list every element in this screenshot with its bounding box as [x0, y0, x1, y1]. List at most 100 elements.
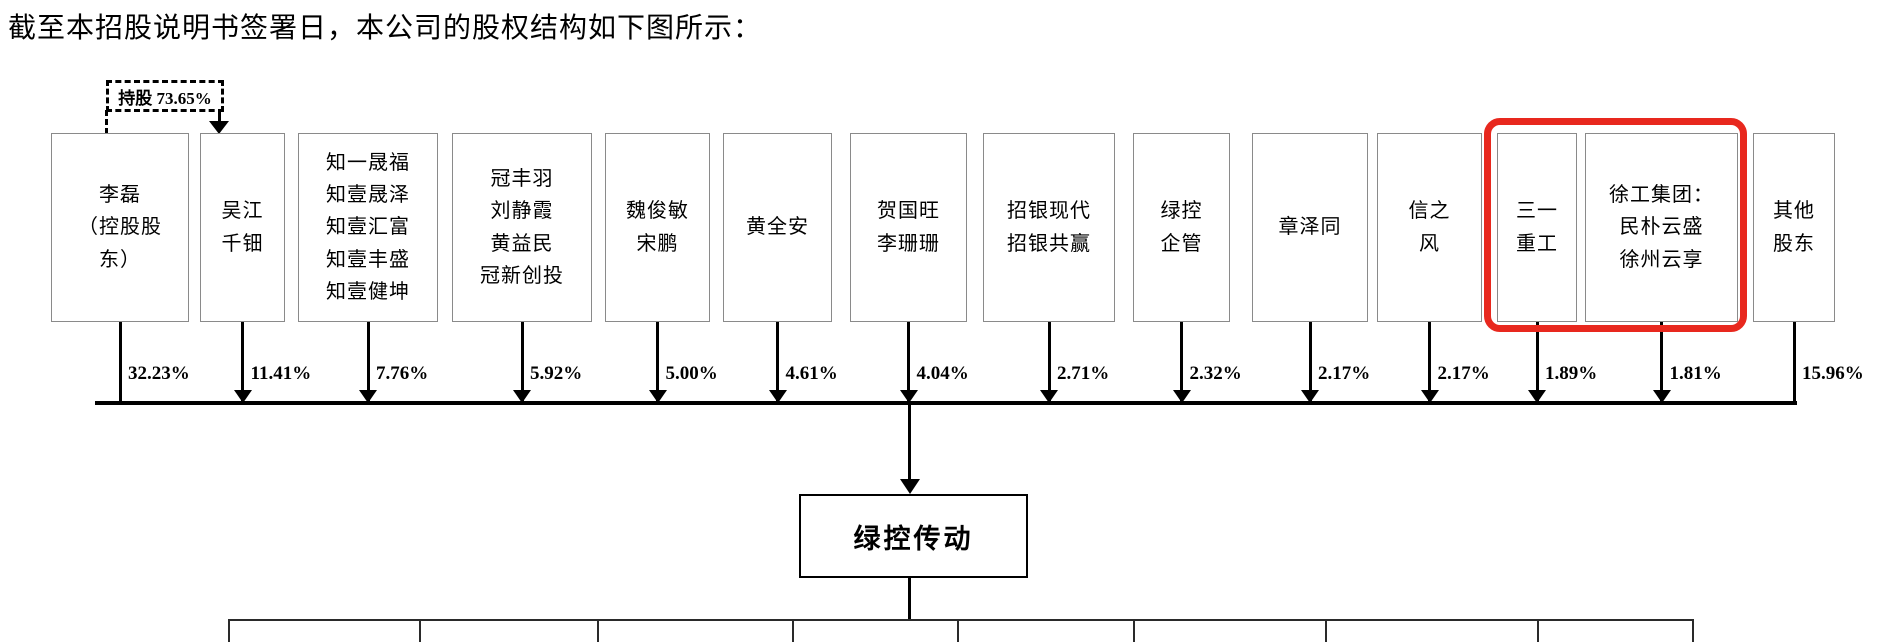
ownership-arrowhead-icon	[513, 390, 531, 403]
shareholder-name-line: 企管	[1160, 232, 1203, 255]
ownership-percent: 4.04%	[916, 363, 969, 384]
ownership-percent: 7.76%	[376, 363, 429, 384]
company-name: 绿控传动	[853, 523, 974, 554]
ownership-percent: 2.17%	[1437, 363, 1490, 384]
shareholder-name-line: 宋鹏	[636, 232, 679, 255]
subsidiary-box	[1133, 619, 1327, 642]
shareholder-name-line: 股东	[1773, 232, 1815, 255]
ownership-percent: 15.96%	[1802, 363, 1864, 384]
shareholder-name-line: 知壹健坤	[326, 281, 410, 304]
ownership-percent: 2.17%	[1318, 363, 1371, 384]
ownership-arrow-line	[1047, 322, 1051, 405]
ownership-arrow-line	[520, 322, 524, 405]
shareholder-name-line: （控股股	[78, 216, 162, 239]
shareholder-name-line: 贺国旺	[877, 200, 940, 223]
ownership-percent: 11.41%	[250, 363, 312, 384]
shareholder-name-line: 其他	[1773, 200, 1815, 223]
shareholder-name-line: 李珊珊	[877, 232, 940, 255]
ownership-percent: 5.00%	[665, 363, 718, 384]
ownership-arrow-line	[1792, 322, 1796, 405]
shareholder-name-line: 信之	[1408, 200, 1451, 223]
shareholder-name-line: 冠新创投	[480, 264, 564, 287]
dashed-connector-line	[105, 110, 108, 134]
ownership-arrowhead-icon	[768, 390, 787, 403]
ownership-arrowhead-icon	[233, 390, 252, 403]
shareholder-name-line: 绿控	[1160, 200, 1203, 223]
shareholder-box: 绿控企管	[1133, 133, 1230, 322]
shareholder-name-line: 招银共赢	[1007, 232, 1091, 255]
collector-line	[95, 401, 1797, 405]
holding-note: 持股 73.65%	[106, 80, 224, 112]
ownership-percent: 5.92%	[530, 363, 583, 384]
shareholder-box: 徐工集团：民朴云盛徐州云享	[1585, 133, 1738, 322]
ownership-arrow-line	[118, 322, 122, 405]
shareholder-name-line: 冠丰羽	[490, 167, 554, 190]
shareholder-name-line: 黄益民	[490, 232, 554, 255]
shareholder-box: 吴江千钿	[200, 133, 285, 322]
shareholder-box: 其他股东	[1753, 133, 1835, 322]
dashed-connector-line	[218, 110, 221, 122]
shareholder-name-line: 徐工集团：	[1609, 183, 1714, 206]
ownership-arrowhead-icon	[359, 390, 377, 403]
shareholder-name-line: 知壹汇富	[326, 216, 410, 239]
shareholder-name-line: 吴江	[221, 200, 264, 223]
shareholder-name-line: 千钿	[221, 232, 264, 255]
shareholder-box: 黄全安	[723, 133, 832, 322]
subsidiary-box	[597, 619, 794, 642]
shareholder-box: 冠丰羽刘静霞黄益民冠新创投	[452, 133, 592, 322]
ownership-arrowhead-icon	[1528, 390, 1546, 403]
company-box: 绿控传动	[799, 494, 1028, 578]
ownership-arrow-line	[776, 322, 779, 405]
shareholder-name-line: 章泽同	[1278, 216, 1342, 239]
shareholder-name-line: 知一晟福	[326, 151, 410, 174]
ownership-percent: 2.71%	[1057, 363, 1110, 384]
ownership-arrowhead-icon	[1040, 390, 1058, 403]
subsidiary-box	[419, 619, 599, 642]
shareholder-box: 三一重工	[1497, 133, 1577, 322]
ownership-arrow-line	[1308, 322, 1312, 405]
shareholder-name-line: 风	[1419, 232, 1440, 255]
ownership-arrowhead-icon	[899, 390, 918, 403]
company-arrowhead-icon	[900, 479, 920, 494]
ownership-arrowhead-icon	[1652, 390, 1671, 403]
shareholder-name-line: 徐州云享	[1619, 248, 1704, 271]
subsidiary-box	[1325, 619, 1539, 642]
shareholder-name-line: 刘静霞	[490, 200, 554, 223]
ownership-arrowhead-icon	[648, 390, 667, 403]
subsidiary-box	[228, 619, 421, 642]
page-title: 截至本招股说明书签署日，本公司的股权结构如下图所示：	[8, 13, 763, 44]
shareholder-box: 魏俊敏宋鹏	[605, 133, 710, 322]
ownership-percent: 1.89%	[1545, 363, 1598, 384]
ownership-arrow-line	[1535, 322, 1539, 405]
ownership-arrow-line	[366, 322, 370, 405]
subsidiary-box	[1537, 619, 1694, 642]
shareholder-name-line: 知壹晟泽	[326, 183, 410, 206]
ownership-percent: 32.23%	[128, 363, 190, 384]
ownership-arrowhead-icon	[1172, 390, 1191, 403]
shareholder-box: 李磊（控股股东）	[51, 133, 189, 322]
ownership-arrow-line	[1180, 322, 1183, 405]
ownership-arrow-line	[1428, 322, 1431, 405]
shareholder-box: 贺国旺李珊珊	[850, 133, 967, 322]
shareholder-name-line: 招银现代	[1007, 200, 1091, 223]
ownership-arrow-line	[907, 322, 910, 405]
ownership-percent: 4.61%	[785, 363, 838, 384]
shareholder-box: 章泽同	[1252, 133, 1368, 322]
shareholder-name-line: 知壹丰盛	[326, 248, 410, 271]
ownership-arrow-line	[241, 322, 244, 405]
dashed-arrowhead-icon	[209, 121, 229, 134]
ownership-percent: 1.81%	[1669, 363, 1722, 384]
ownership-arrowhead-icon	[1301, 390, 1319, 403]
ownership-arrow-line	[656, 322, 659, 405]
shareholder-name-line: 东）	[99, 248, 141, 271]
company-arrow-line	[908, 403, 911, 481]
subsidiary-box	[792, 619, 959, 642]
shareholder-name-line: 重工	[1516, 232, 1558, 255]
shareholder-name-line: 三一	[1516, 200, 1558, 223]
ownership-arrowhead-icon	[1420, 390, 1439, 403]
ownership-percent: 2.32%	[1189, 363, 1242, 384]
shareholder-name-line: 魏俊敏	[626, 200, 689, 223]
shareholder-box: 信之风	[1377, 133, 1482, 322]
subsidiary-box	[957, 619, 1135, 642]
